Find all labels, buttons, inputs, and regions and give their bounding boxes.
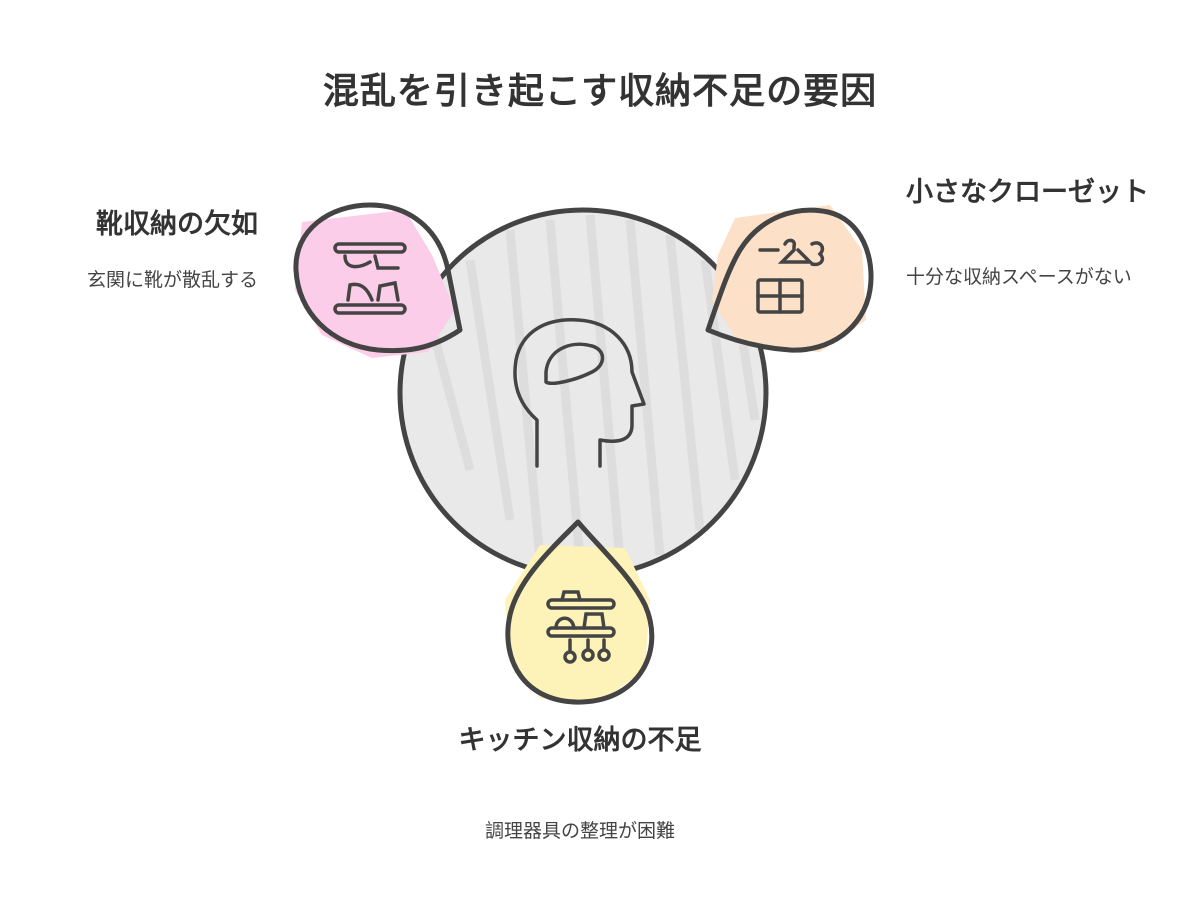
kitchen-storage-description: 調理器具の整理が困難 (484, 820, 675, 842)
closet-badge (705, 205, 874, 353)
kitchen-storage-title: キッチン収納の不足 (458, 725, 702, 756)
hanger-drawer-icon (756, 238, 825, 314)
kitchen-shelf-icon (546, 590, 616, 664)
head-brain-icon (513, 318, 646, 468)
shoe-storage-badge (293, 202, 463, 358)
closet-description: 十分な収納スペースがない (906, 266, 1132, 288)
kitchen-badge (505, 519, 655, 705)
diagram-title: 混乱を引き起こす収納不足の要因 (322, 71, 878, 112)
shoe-storage-description: 玄関に靴が散乱する (86, 269, 258, 291)
center-circle (397, 207, 769, 579)
shoe-rack-icon (333, 242, 407, 315)
shoe-storage-title: 靴収納の欠如 (96, 209, 258, 240)
closet-title: 小さなクローゼット (906, 177, 1149, 208)
